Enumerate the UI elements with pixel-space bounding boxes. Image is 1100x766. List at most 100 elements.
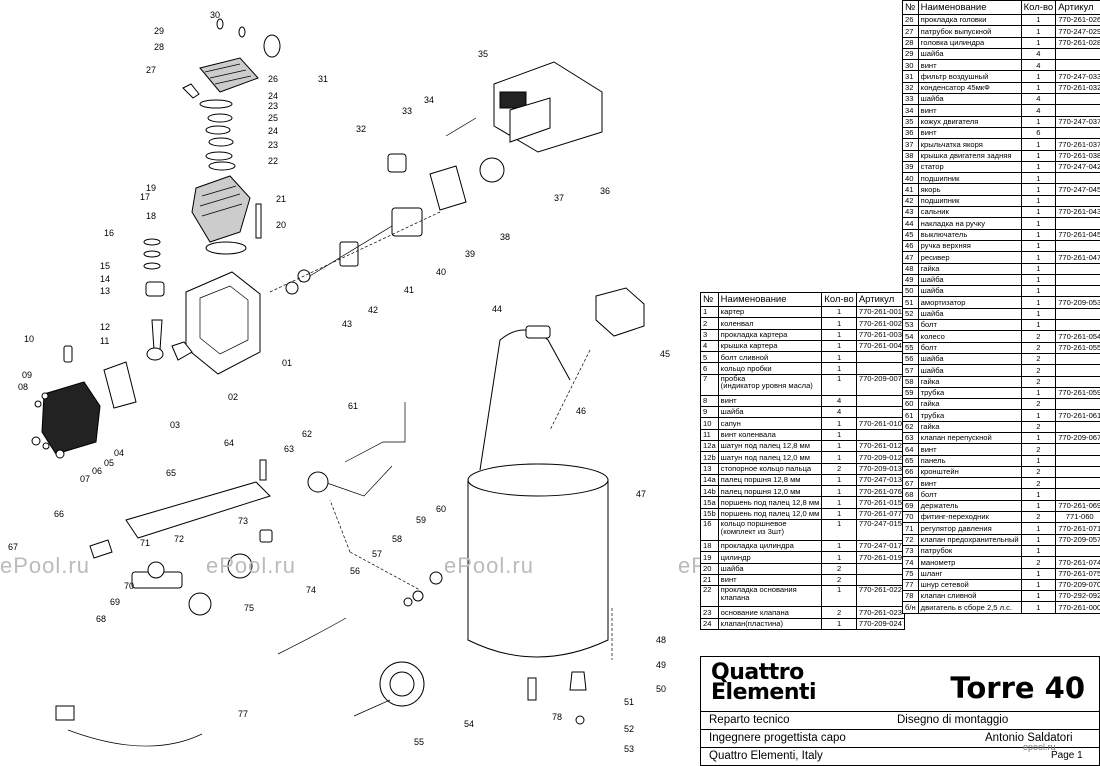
part-no: 23 [700,606,719,619]
part-qty: 1 [821,551,857,564]
part-name: сальник [917,206,1022,219]
callout-number: 02 [228,392,238,402]
part-qty: 2 [1020,511,1057,524]
part-no: 39 [902,160,919,174]
callout-number: 57 [372,549,382,559]
callout-number: 52 [624,724,634,734]
part-article: 770-209-053 [1055,296,1100,309]
part-no: 12b [700,451,719,464]
part-article: 770-261-012 [855,439,905,453]
part-no: 14b [700,485,719,498]
callout-number: 09 [22,370,32,380]
part-name: шайба [917,307,1022,321]
part-name: патрубок выпускной [917,25,1022,38]
part-name: сапун [717,417,823,430]
part-qty: 1 [1020,386,1057,400]
part-no: 21 [700,573,719,587]
part-no: 54 [902,330,919,343]
callout-number: 55 [414,737,424,747]
part-name-text: прокладка головки [920,15,987,25]
part-qty: 4 [821,394,857,408]
part-name: патрубок [917,544,1022,558]
part-article [855,562,905,575]
part-qty: 1 [1020,522,1057,535]
part-article: 770-261-069 [1055,499,1100,513]
part-name-text: болт [920,342,937,352]
part-no: 67 [902,477,919,490]
part-name-text: манометр [920,557,956,567]
part-qty: 1 [1020,319,1057,332]
part-no: 20 [700,562,719,575]
part-qty: 2 [1020,556,1057,569]
part-name: шайба [917,364,1022,377]
part-no: 34 [902,104,919,117]
drawing-type: Disegno di montaggio [897,714,1009,726]
callout-number: 67 [8,542,18,552]
part-name-text: шайба [720,563,744,573]
part-name: кожух двигателя [917,115,1022,128]
part-name: поршень под палец 12,0 мм [717,507,823,521]
part-name: винт [717,573,823,587]
table-header-row: № Наименование Кол-во Артикул [902,0,1100,15]
part-name: кольцо поршневое(комплект из 3шт) [717,519,823,542]
callout-number: 56 [350,566,360,576]
part-name: регулятор давления [917,522,1022,535]
part-qty: 1 [821,328,857,341]
part-qty: 1 [821,473,857,487]
part-name-text: винт [720,396,737,406]
part-no: 36 [902,126,919,140]
part-no: 55 [902,341,919,354]
part-article [855,394,905,408]
callout-number: 69 [110,597,120,607]
part-article [1055,47,1100,61]
pipework-group [55,402,443,747]
part-qty: 1 [821,362,857,375]
part-name-text: крышка двигателя задняя [920,150,1012,160]
part-article: 770-261-001 [855,305,905,319]
callout-number: 64 [224,438,234,448]
callout-number: 42 [368,305,378,315]
part-article [1055,217,1100,230]
callout-number: 49 [656,660,666,670]
part-no: 44 [902,217,919,230]
part-qty: 1 [1020,36,1057,49]
part-qty: 4 [1020,47,1057,61]
part-name: шланг [917,567,1022,580]
callout-number: 78 [552,712,562,722]
part-name-text: шатун под палец 12,8 мм [720,441,810,451]
part-name-text: конденсатор 45мкФ [920,83,990,93]
callout-number: 15 [100,261,110,271]
part-article [855,573,905,587]
part-qty: 1 [821,428,857,441]
callout-number: 31 [318,74,328,84]
part-no: 28 [902,36,919,49]
part-name-text: шланг [920,568,943,578]
part-article: 770-209-057 [1055,533,1100,546]
part-article: 770-261-022 [855,585,905,608]
company-logo: Quattro Elementi [711,662,817,704]
part-name-text: болт [920,320,937,330]
part-qty: 1 [1020,138,1057,151]
col-header-qty: Кол-во [1020,0,1057,15]
callout-number: 60 [436,504,446,514]
part-qty: 2 [1020,352,1057,366]
part-article [1055,194,1100,208]
part-no: 42 [902,194,919,208]
part-article: 770-261-059 [1055,386,1100,400]
part-article: 770-261-000 [1055,601,1100,614]
callout-number: 07 [80,474,90,484]
part-article: 770-261-075 [1055,567,1100,580]
